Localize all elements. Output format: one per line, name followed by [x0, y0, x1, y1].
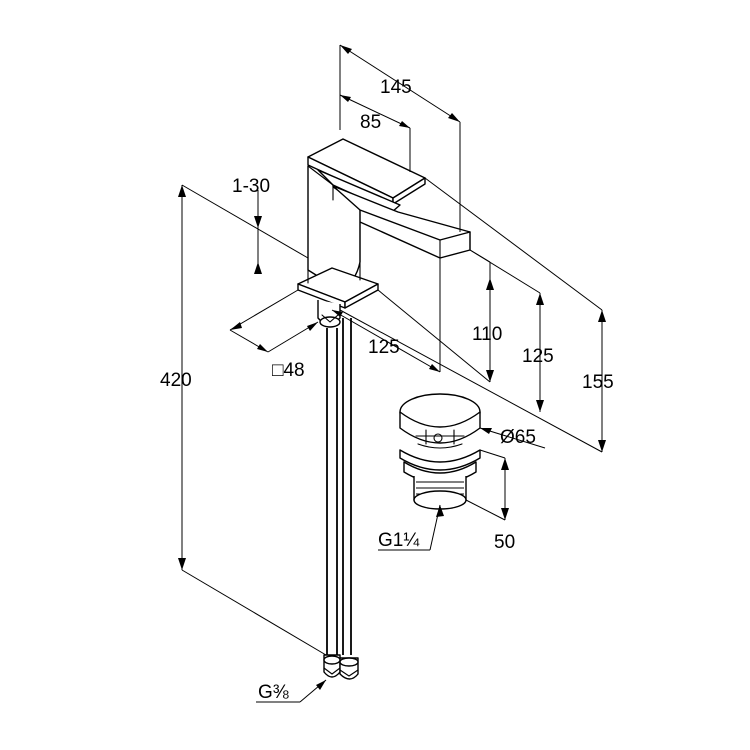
dim-label-125-reach: 125	[368, 337, 400, 358]
dim-label-85: 85	[360, 112, 381, 133]
dimension-labels: 145 85 1-30 420 125 □48 110 125 155 Ø65 …	[160, 77, 614, 703]
dim-label-155: 155	[582, 372, 614, 393]
dim-label-diameter-65: Ø65	[500, 427, 536, 448]
waste-valve	[399, 393, 481, 510]
dim-label-thread-waste: G1¼	[378, 530, 420, 551]
dimension-lines	[181, 44, 603, 703]
dim-label-420: 420	[160, 370, 192, 391]
dim-label-145: 145	[380, 77, 412, 98]
dim-label-thread-supply: G⅜	[258, 682, 289, 703]
dim-label-square-48: □48	[272, 360, 305, 381]
dim-label-125-height: 125	[522, 346, 554, 367]
supply-hoses	[323, 318, 359, 680]
dim-label-110: 110	[472, 324, 502, 345]
dim-label-1-30: 1-30	[232, 176, 270, 197]
faucet-body	[297, 138, 471, 328]
arrowheads	[178, 45, 606, 690]
dim-label-50: 50	[494, 532, 515, 553]
